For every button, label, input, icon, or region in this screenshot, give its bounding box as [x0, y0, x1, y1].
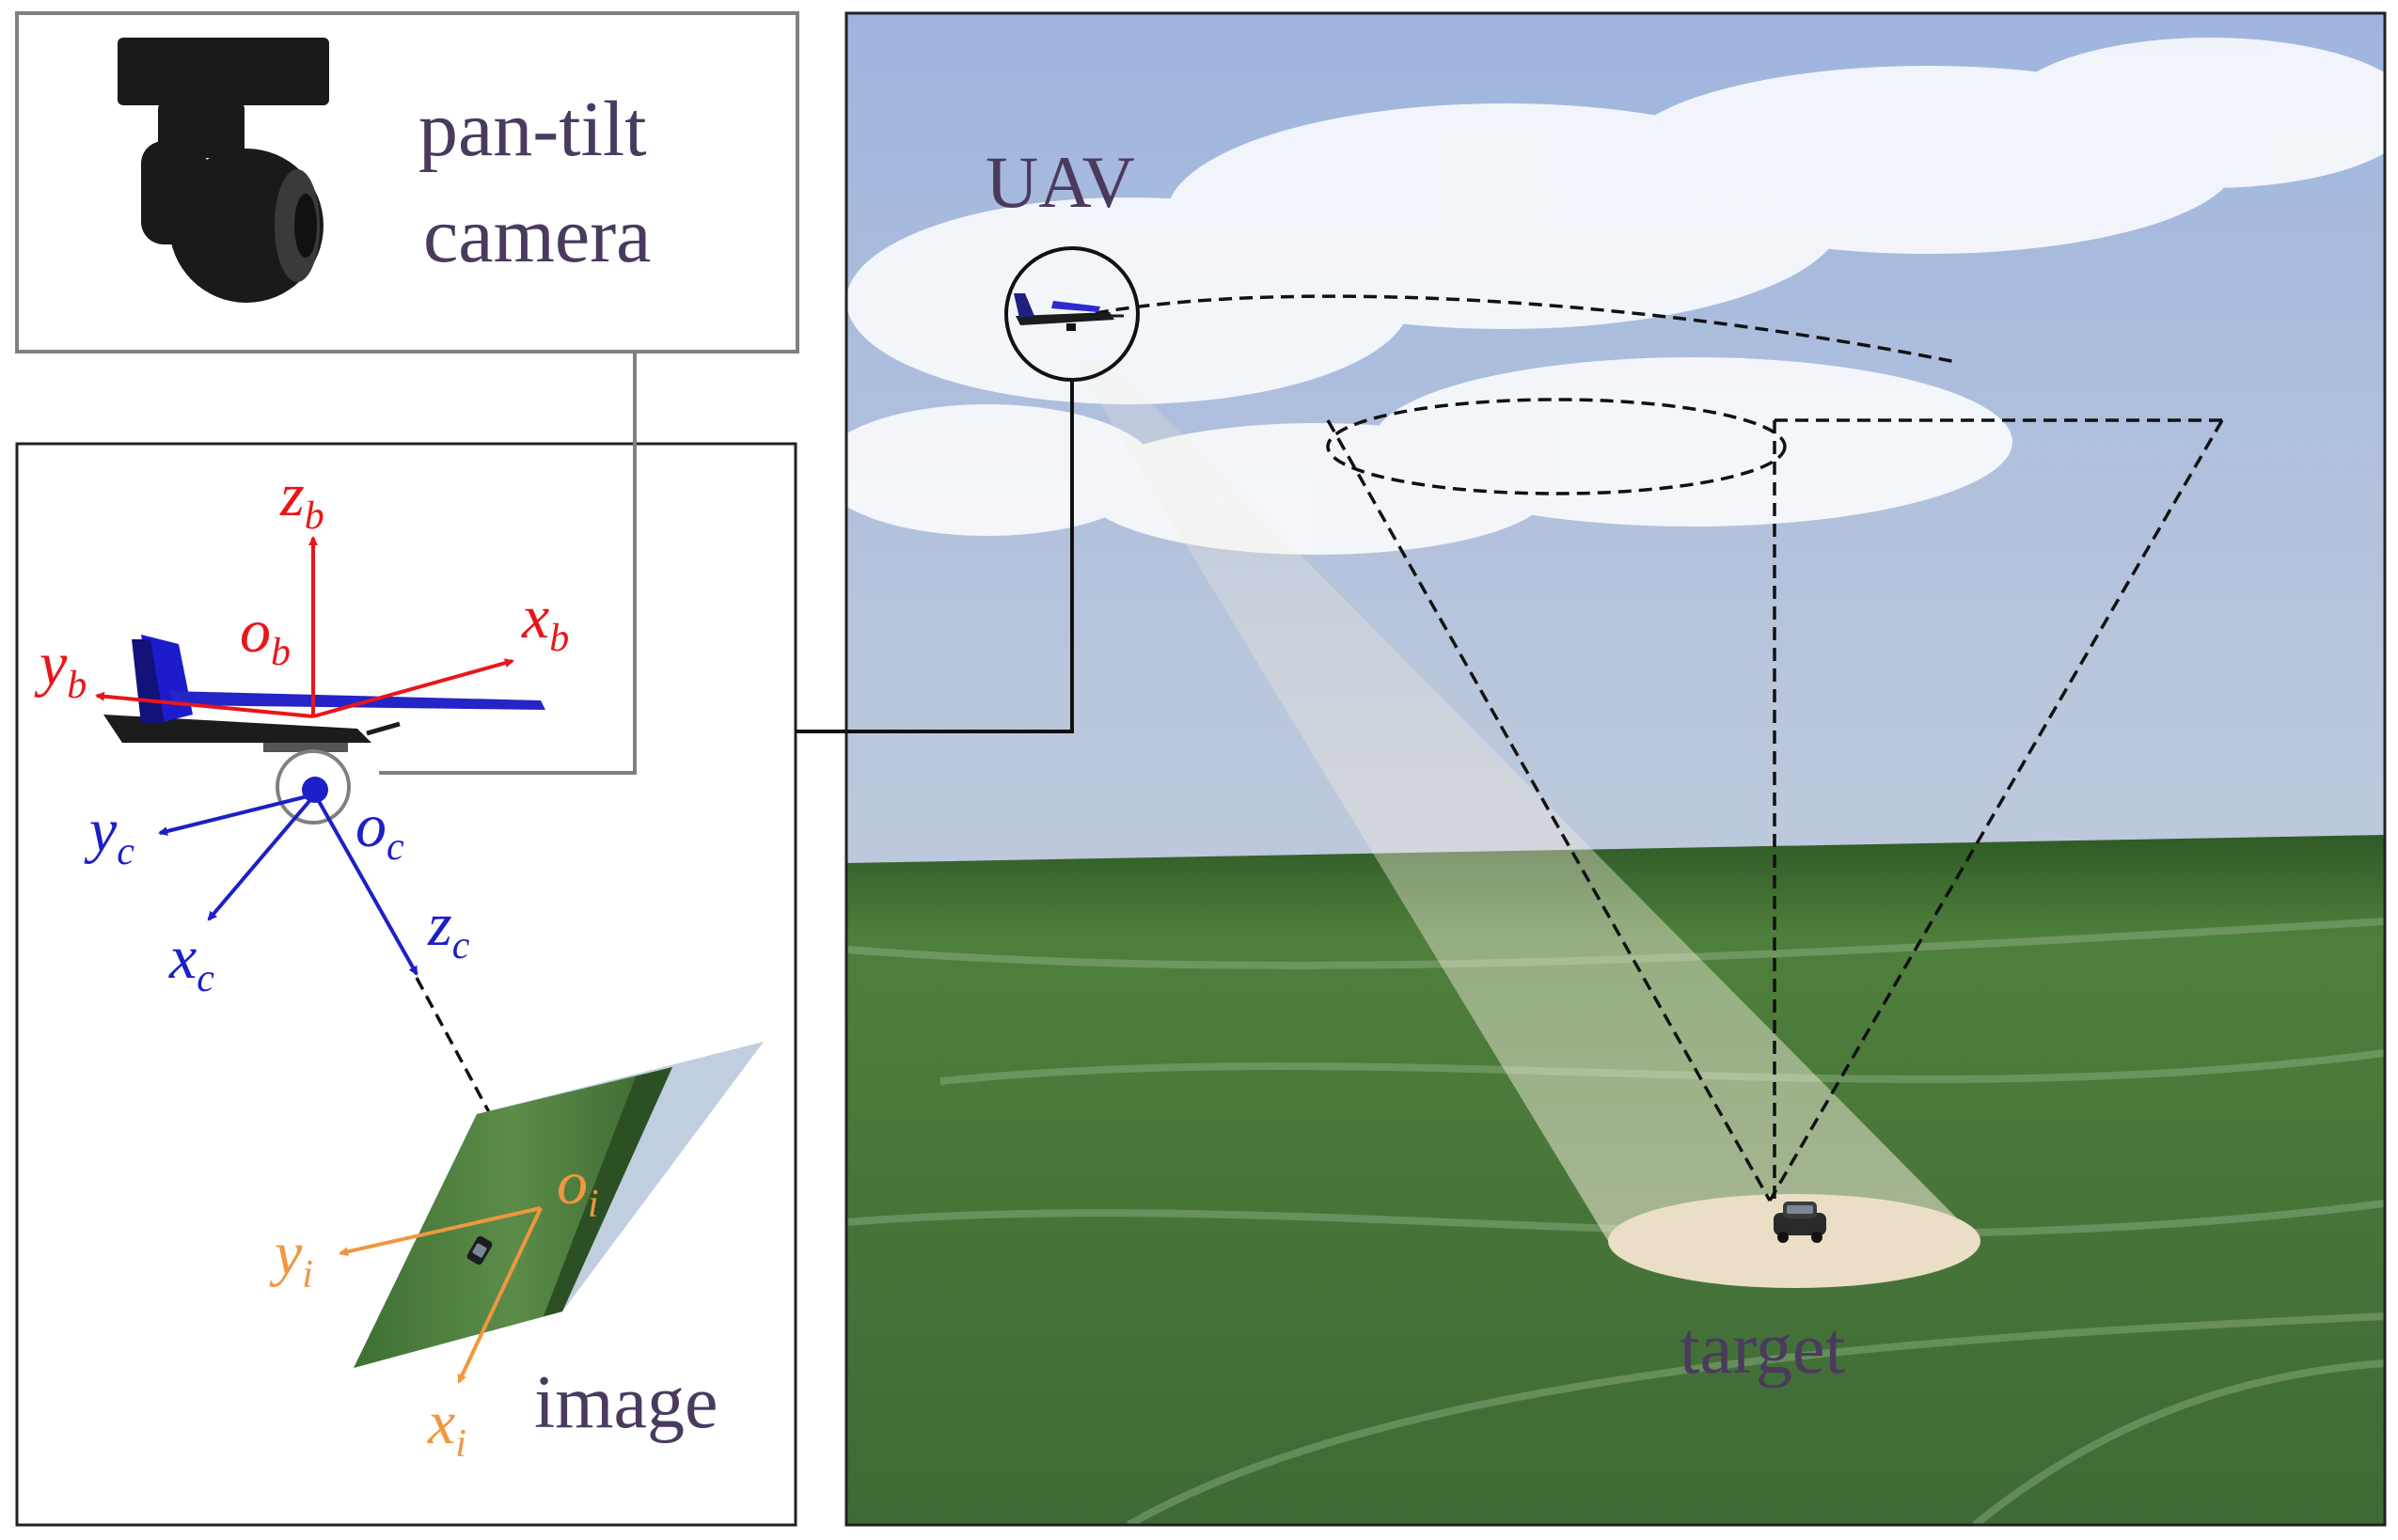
orbit-ellipse: [1326, 398, 1787, 495]
gimbal-camera-icon: [118, 38, 329, 303]
camera-label-line1: pan-tilt: [418, 86, 647, 173]
image-frame: [339, 1206, 543, 1384]
uav-connector: [796, 380, 1074, 733]
cone-lines: [1095, 294, 2224, 1202]
car-icon: [1774, 1202, 1826, 1243]
svg-text:xb: xb: [521, 583, 569, 660]
target-footprint: [1608, 1194, 1980, 1288]
image-label: image: [534, 1361, 718, 1444]
camera-beam: [1077, 357, 1980, 1241]
target-label: target: [1680, 1307, 1845, 1389]
scene-border: [844, 11, 2387, 1527]
svg-text:xi: xi: [427, 1389, 466, 1466]
svg-text:oc: oc: [355, 792, 404, 869]
image-plane: [354, 1042, 764, 1368]
svg-text:zb: zb: [279, 461, 324, 538]
camera-frame-labels: yc xc zc oc: [84, 792, 470, 1000]
camera-connector: [379, 352, 637, 775]
body-frame-labels: zb xb yb ob: [34, 461, 569, 707]
camera-frame: [158, 793, 418, 976]
scene-panel: UAV target: [846, 13, 2385, 1525]
body-frame: [95, 536, 514, 718]
gimbal-icon: [302, 777, 328, 803]
aircraft-icon: [1014, 293, 1124, 331]
uav-label: UAV: [986, 141, 1135, 223]
gimbal-highlight-circle: [276, 749, 351, 825]
svg-text:ob: ob: [240, 597, 291, 674]
svg-text:oi: oi: [557, 1149, 599, 1226]
camera-label-line2: camera: [423, 192, 651, 279]
svg-text:xc: xc: [168, 923, 214, 1000]
svg-text:yb: yb: [34, 630, 87, 707]
svg-text:zc: zc: [427, 890, 470, 967]
image-frame-labels: yi xi oi: [269, 1149, 599, 1466]
svg-text:yc: yc: [84, 796, 134, 873]
svg-text:yi: yi: [269, 1219, 313, 1296]
car-icon: [466, 1235, 493, 1265]
